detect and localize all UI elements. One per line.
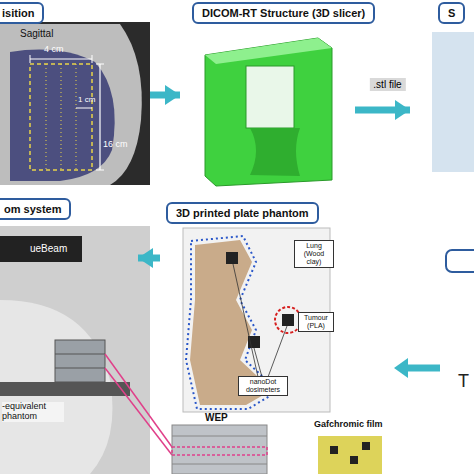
model-lung — [250, 128, 300, 176]
callout-text: Tumour (PLA) — [301, 314, 331, 330]
dosimeter — [226, 252, 238, 264]
callout-text: Lung (Wood clay) — [297, 242, 331, 266]
callout-box: nanoDot dosimeters — [238, 376, 288, 396]
model-top — [205, 38, 332, 64]
leader-line — [268, 326, 287, 377]
leader-line — [233, 264, 258, 377]
workflow-panel: S — [420, 0, 474, 175]
plate — [183, 228, 330, 412]
zoom-line — [105, 354, 172, 447]
wep-stack — [172, 425, 267, 474]
model-window — [246, 66, 294, 128]
dimension-tick — [96, 170, 104, 171]
panel-title: S — [438, 2, 465, 24]
dimension-line — [99, 64, 100, 170]
gantry-head — [0, 236, 82, 262]
flow-arrow-head — [394, 358, 408, 378]
linac-photo — [0, 226, 172, 474]
ct-image — [0, 22, 150, 185]
flow-arrow — [138, 255, 160, 262]
phantom-block — [55, 340, 105, 382]
roi-column — [46, 64, 47, 170]
dimension-tick — [96, 64, 104, 65]
linac-room — [0, 226, 150, 474]
cropped-letter: T — [458, 372, 469, 392]
panel-title: DICOM-RT Structure (3D slicer) — [192, 2, 375, 24]
photo-title: WEP — [205, 412, 228, 423]
ct-body — [0, 24, 142, 185]
film — [318, 436, 382, 474]
panel-title: om system — [0, 198, 71, 220]
plate-highlight — [172, 447, 267, 455]
dicom-model — [205, 38, 332, 186]
device-label: ueBeam — [30, 243, 67, 254]
roi-column — [76, 64, 77, 170]
wep-photo — [172, 425, 267, 474]
flow-arrow — [150, 92, 180, 99]
plate-phantom-photo — [183, 228, 330, 412]
roi-box — [30, 64, 92, 170]
dimension-tick — [30, 55, 31, 63]
panel-title: isition — [0, 2, 44, 24]
cropped-header — [446, 250, 474, 272]
callout-box: Lung (Wood clay) — [294, 240, 334, 268]
slab-line — [55, 354, 105, 355]
dosimeter — [362, 442, 370, 450]
phantom-label: -equivalent phantom — [2, 402, 64, 422]
workflow-panel: om system — [0, 198, 128, 474]
panel-title: 3D printed plate phantom — [166, 202, 319, 224]
file-format-label: .stl file — [369, 78, 405, 91]
dosimeter — [248, 336, 260, 348]
workflow-panel: DICOM-RT Structure (3D slicer) — [190, 0, 355, 185]
print-image — [432, 32, 474, 172]
slab-line — [55, 368, 105, 369]
dimension-tick — [92, 55, 93, 63]
ct-background — [0, 22, 150, 185]
zoom-line — [105, 368, 172, 455]
couch — [0, 382, 130, 396]
dimension-label: 1 cm — [78, 96, 95, 105]
dosimeter — [282, 314, 294, 326]
dimension-label: 16 cm — [103, 140, 128, 150]
slab-line — [172, 464, 267, 465]
flow-arrow — [408, 365, 440, 372]
dimension-label: 4 cm — [44, 45, 64, 55]
photo-title: Gafchromic film — [314, 420, 383, 430]
film-photo — [318, 436, 382, 474]
workflow-panel: isition — [0, 0, 150, 185]
roi-column — [61, 64, 62, 170]
slab-line — [172, 436, 267, 437]
ct-lung — [10, 50, 115, 181]
model-body — [205, 38, 332, 186]
dosimeter — [330, 446, 338, 454]
dosimeter — [350, 456, 358, 464]
callout-text: nanoDot dosimeters — [241, 378, 285, 394]
view-label: Sagittal — [20, 28, 53, 39]
workflow-panel: 3D printed plate phantomLung (Wood clay)… — [160, 200, 350, 415]
flow-arrow — [355, 107, 410, 114]
callout-box: Tumour (PLA) — [298, 312, 334, 332]
leader-line — [254, 348, 262, 377]
dimension-line — [76, 108, 92, 109]
dimension-line — [30, 58, 92, 59]
